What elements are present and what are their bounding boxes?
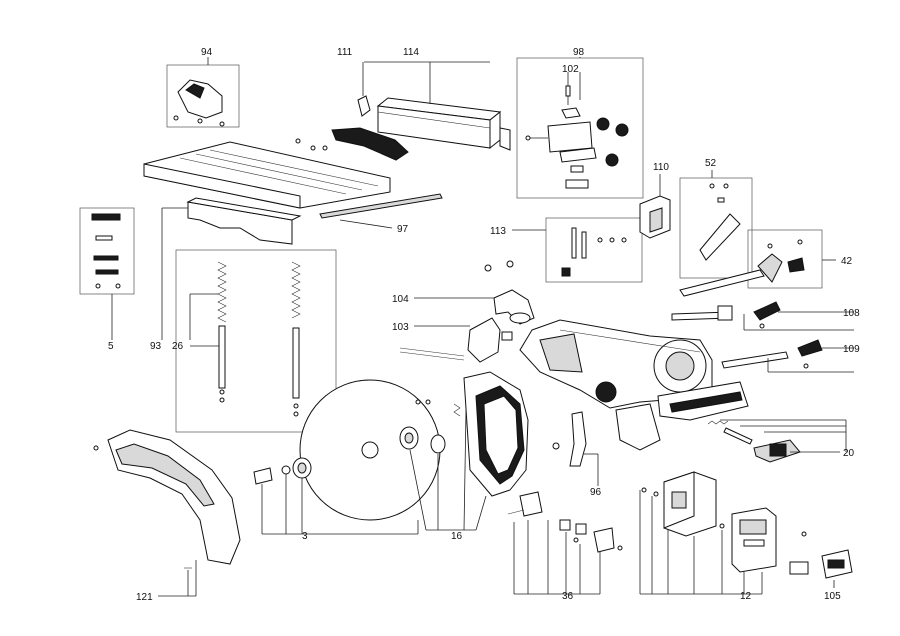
callout-108: 108 xyxy=(843,308,860,319)
part-94-guard-cover xyxy=(166,57,240,128)
part-105-switch-unit xyxy=(789,531,853,588)
motor-housing-assembly xyxy=(519,319,749,451)
part-113-link-group xyxy=(512,217,643,283)
part-98-fence-lock-group xyxy=(516,57,644,199)
part-109-lever xyxy=(721,339,854,373)
riving-knife-guard xyxy=(453,371,529,497)
callout-114: 114 xyxy=(403,47,419,58)
callout-12: 12 xyxy=(740,591,752,602)
saw-table-top xyxy=(143,138,391,209)
callout-98: 98 xyxy=(573,47,585,58)
part-36-switch-parts xyxy=(507,491,623,595)
part-121-lower-guard xyxy=(93,429,241,597)
part-114-fence-rail xyxy=(364,61,511,151)
part-5-fastener-group xyxy=(79,207,135,340)
part-16-blade-flanges xyxy=(399,399,487,531)
part-52-bevel-lock xyxy=(679,170,753,279)
callout-96: 96 xyxy=(590,487,602,498)
part-97-scale-strip xyxy=(319,193,443,229)
callout-102: 102 xyxy=(562,64,579,75)
callout-103: 103 xyxy=(392,322,409,333)
main-shaft xyxy=(679,269,765,297)
callout-20: 20 xyxy=(843,448,855,459)
part-3-arbor-hardware xyxy=(253,457,419,535)
part-20-handle xyxy=(707,419,847,463)
callout-105: 105 xyxy=(824,591,841,602)
part-42-pivot-group xyxy=(747,229,836,289)
callout-5: 5 xyxy=(108,341,114,352)
part-93-support-bracket xyxy=(161,197,302,340)
part-103-deflector xyxy=(399,317,513,363)
part-110-mount-block xyxy=(639,174,671,239)
callout-52: 52 xyxy=(705,158,717,169)
part-111-fence-clamp xyxy=(331,62,409,161)
part-26-springs-rods xyxy=(175,249,337,433)
part-96-clip xyxy=(552,411,599,486)
callout-113: 113 xyxy=(490,226,506,237)
part-104-dust-port xyxy=(414,260,535,325)
callout-97: 97 xyxy=(397,224,409,235)
callout-94: 94 xyxy=(201,47,213,58)
part-108-lever xyxy=(671,301,854,331)
callout-16: 16 xyxy=(451,531,463,542)
callout-36: 36 xyxy=(562,591,574,602)
callout-104: 104 xyxy=(392,294,409,305)
part-12-switch-box xyxy=(639,471,777,595)
callout-110: 110 xyxy=(653,162,669,173)
callout-42: 42 xyxy=(841,256,853,267)
callout-93: 93 xyxy=(150,341,162,352)
callout-26: 26 xyxy=(172,341,184,352)
callout-3: 3 xyxy=(302,531,308,542)
callout-121: 121 xyxy=(136,592,153,603)
callout-111: 111 xyxy=(337,47,353,58)
callout-109: 109 xyxy=(843,344,860,355)
